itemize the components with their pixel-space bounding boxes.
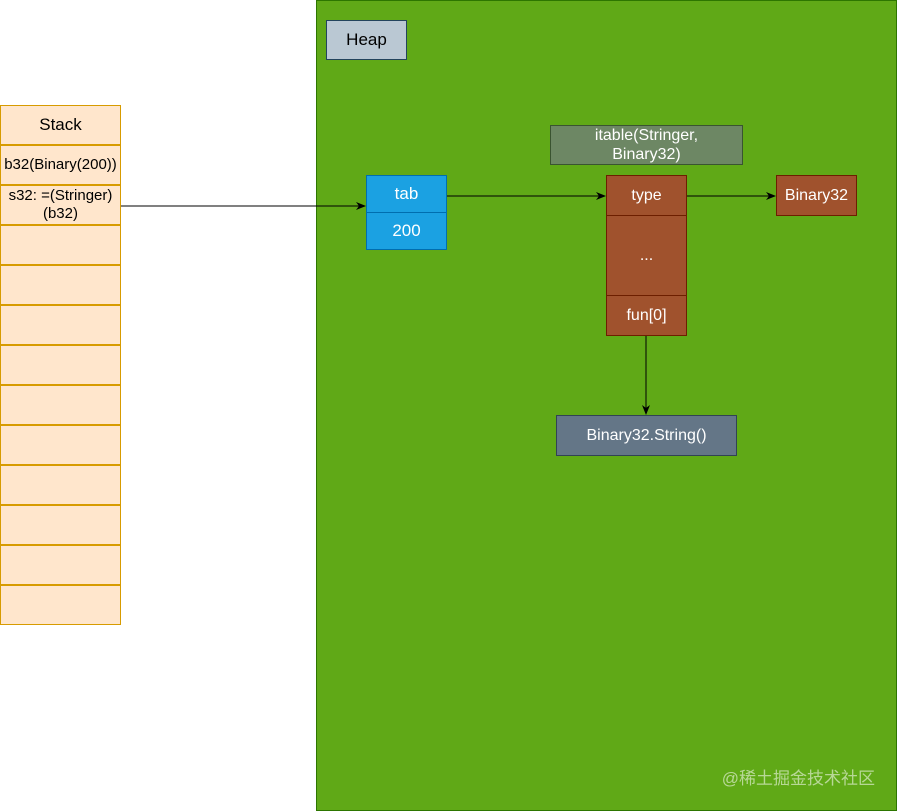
stack-row-empty (0, 545, 121, 585)
stack-row-empty (0, 385, 121, 425)
stack-row-label: b32(Binary(200)) (4, 156, 117, 173)
stack-row-empty (0, 585, 121, 625)
stack-row-empty (0, 505, 121, 545)
stack-title-label: Stack (39, 115, 82, 134)
iface-data-label: 200 (392, 221, 421, 240)
itable-title-label: itable(Stringer, Binary32) (594, 127, 699, 163)
stack-row-label: s32: =(Stringer) (b32) (8, 187, 113, 222)
stack-row-empty (0, 305, 121, 345)
stack-row-s32: s32: =(Stringer) (b32) (0, 185, 121, 225)
itable-type-cell: type (606, 175, 687, 216)
iface-data-cell: 200 (366, 212, 447, 250)
stack-row-empty (0, 265, 121, 305)
iface-tab-label: tab (394, 184, 419, 203)
itable-ellipsis-label: ... (639, 246, 654, 264)
itable-fun-label: fun[0] (626, 306, 667, 324)
watermark: @稀土掘金技术社区 (722, 764, 875, 789)
stack-row-empty (0, 425, 121, 465)
type-box-label: Binary32 (784, 186, 849, 204)
func-box-label: Binary32.String() (586, 426, 707, 444)
heap-label-text: Heap (346, 30, 387, 49)
stack-title: Stack (0, 105, 121, 145)
itable-title: itable(Stringer, Binary32) (550, 125, 743, 165)
itable-type-label: type (631, 186, 662, 204)
type-box: Binary32 (776, 175, 857, 216)
stack-row-empty (0, 465, 121, 505)
stack-row-empty (0, 225, 121, 265)
iface-tab-cell: tab (366, 175, 447, 213)
itable-fun-cell: fun[0] (606, 295, 687, 336)
heap-label: Heap (326, 20, 407, 60)
stack-row-empty (0, 345, 121, 385)
watermark-text: @稀土掘金技术社区 (721, 769, 875, 788)
func-box: Binary32.String() (556, 415, 737, 456)
stack-row-b32: b32(Binary(200)) (0, 145, 121, 185)
